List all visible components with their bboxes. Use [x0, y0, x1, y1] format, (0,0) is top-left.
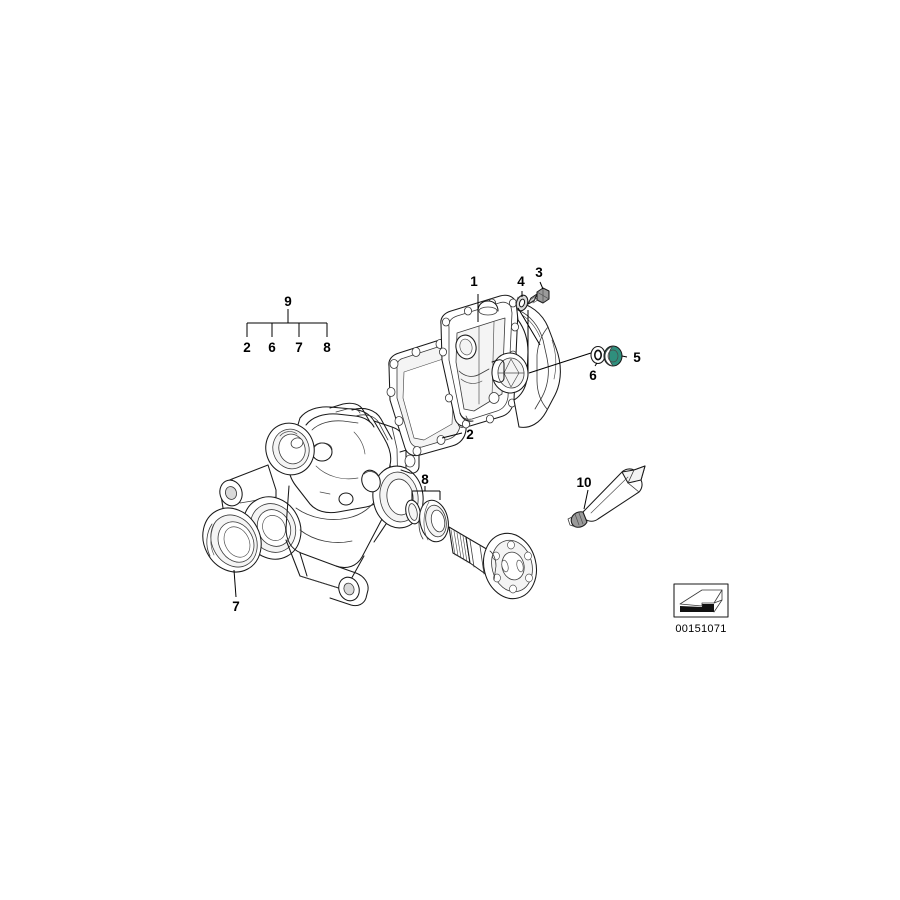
bracket-child-2: 2: [243, 340, 251, 355]
shaft-splines: [450, 529, 468, 563]
callout-3: 3: [535, 265, 543, 280]
callout-10: 10: [576, 475, 591, 490]
callout-9: 9: [284, 294, 292, 309]
watermark-block: 00151071: [673, 583, 729, 635]
part-5-sealing-plug: [603, 345, 623, 367]
callout-4: 4: [517, 274, 525, 289]
callout-numbers: 1 2 3 4 5 6 7 8 9 10 2 6 7 8: [232, 265, 641, 614]
callout-7: 7: [232, 599, 240, 614]
part-1-final-drive-cover: [438, 294, 561, 429]
bracket-repair-kit: [246, 309, 328, 337]
leader-lines: [233, 281, 628, 598]
callout-5: 5: [633, 350, 641, 365]
callout-6: 6: [589, 368, 597, 383]
callout-2: 2: [466, 427, 474, 442]
output-shaft-flange: [448, 526, 537, 600]
part-10-sealant-tube: [567, 465, 646, 528]
part-7-shaft-seal: [202, 507, 262, 573]
callout-1: 1: [470, 274, 478, 289]
callout-8: 8: [421, 472, 429, 487]
part-6-o-ring: [590, 345, 606, 365]
bracket-child-8: 8: [323, 340, 331, 355]
housing-left-bore: [265, 422, 315, 476]
bracket-seal-kit: [411, 486, 441, 500]
part-8-seal-kit: [405, 499, 449, 543]
bracket-child-6: 6: [268, 340, 276, 355]
bracket-child-7: 7: [295, 340, 303, 355]
differential-housing-assembly: [219, 399, 431, 607]
diagram-part-number: 00151071: [675, 623, 726, 635]
bmw-wedge-icon: [680, 604, 714, 612]
part-4-washer: [515, 294, 529, 312]
drive-flange-disc: [483, 532, 537, 600]
